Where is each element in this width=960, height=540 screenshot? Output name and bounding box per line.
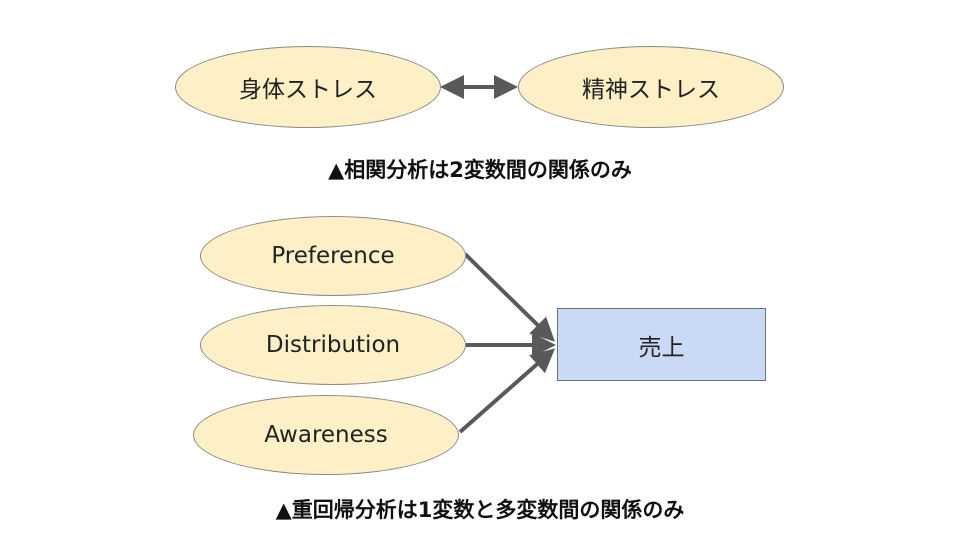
node-awareness: Awareness	[193, 395, 459, 475]
regression-caption: ▲重回帰分析は1変数と多変数間の関係のみ	[275, 498, 685, 522]
arrow-awareness-to-sales	[458, 348, 556, 434]
node-physical-stress: 身体ストレス	[175, 46, 441, 128]
node-mental-stress: 精神ストレス	[518, 46, 784, 128]
node-preference: Preference	[200, 216, 466, 296]
correlation-caption: ▲相関分析は2変数間の関係のみ	[328, 158, 632, 182]
node-distribution: Distribution	[200, 305, 466, 385]
arrow-preference-to-sales	[463, 252, 555, 342]
node-sales: 売上	[557, 308, 766, 381]
